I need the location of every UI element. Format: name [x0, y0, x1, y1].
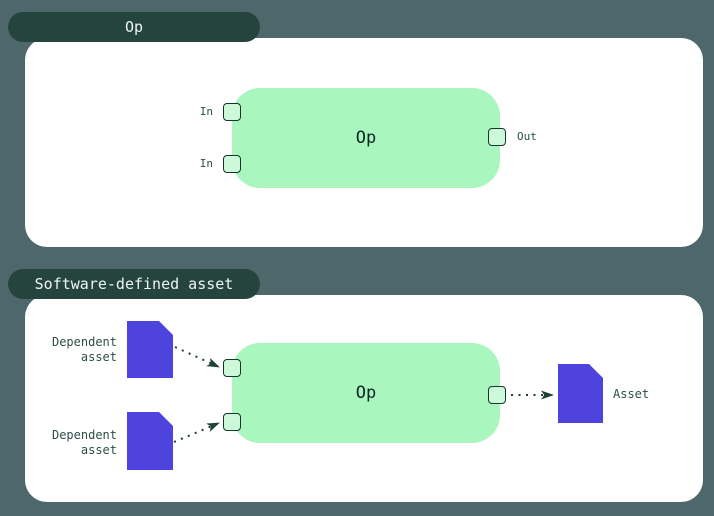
output-port: [488, 128, 506, 146]
dependent-asset-label: Dependent asset: [51, 335, 117, 364]
dependent-asset-label: Dependent asset: [51, 428, 117, 457]
asset-icon: [558, 364, 603, 423]
op-figure-panel: Op In In Out: [25, 38, 703, 247]
input-port: [223, 413, 241, 431]
sda-figure-panel: Dependent asset Dependent asset Op Asset: [25, 295, 703, 502]
dependent-asset-icon: [127, 412, 173, 470]
op-figure-tab: Op: [8, 12, 260, 42]
dependency-arrows: [173, 346, 554, 443]
op-node: Op: [232, 343, 500, 443]
dependency-arrow: [174, 346, 220, 368]
dependent-asset-icon: [127, 321, 173, 378]
input-port: [223, 155, 241, 173]
input-label: In: [199, 157, 213, 170]
input-port: [223, 103, 241, 121]
dependency-arrow: [173, 422, 220, 443]
output-label: Out: [517, 130, 537, 143]
op-node-label: Op: [355, 127, 377, 148]
op-node: Op: [232, 88, 500, 188]
input-port: [223, 359, 241, 377]
asset-label: Asset: [613, 387, 650, 401]
input-label: In: [199, 105, 213, 118]
sda-figure-tab: Software-defined asset: [8, 269, 260, 299]
op-node-label: Op: [355, 382, 377, 403]
output-port: [488, 386, 506, 404]
